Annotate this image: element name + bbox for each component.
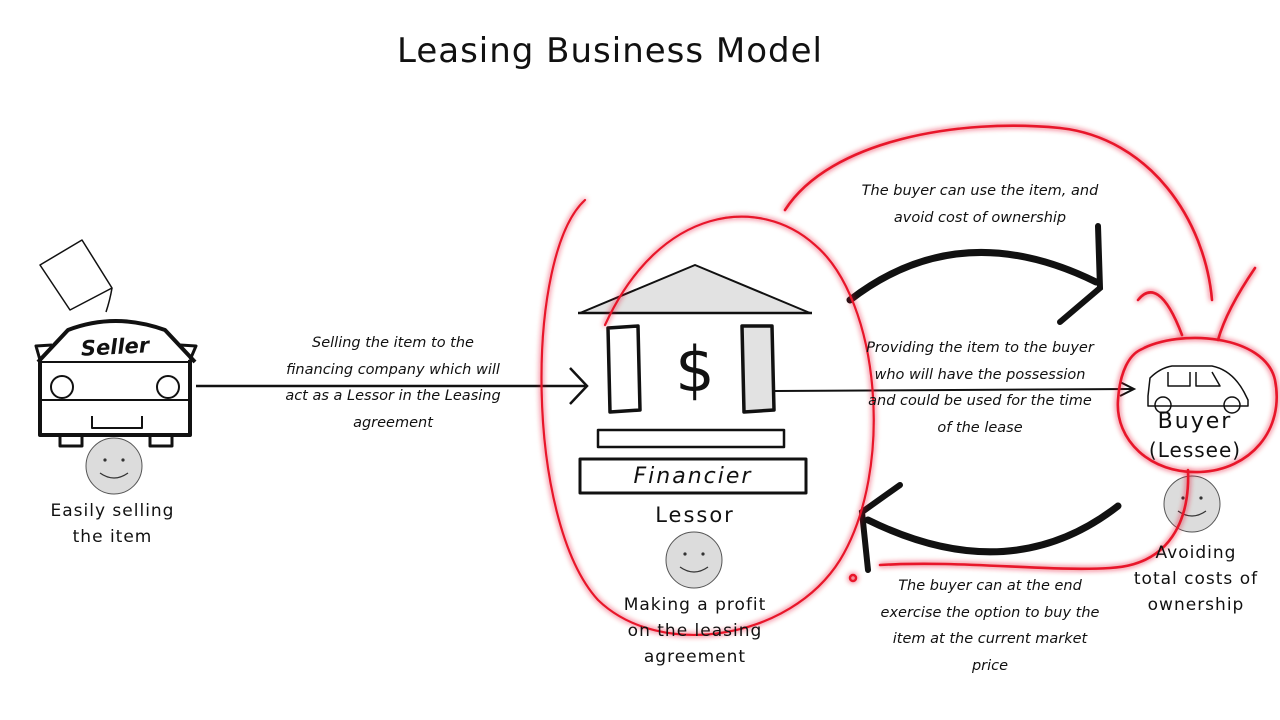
seller-benefit: Easily selling the item xyxy=(30,498,195,550)
highlight-dot xyxy=(848,573,858,583)
bottom-arrow-caption: The buyer can at the end exercise the op… xyxy=(855,573,1125,679)
bank-building-icon xyxy=(578,264,812,495)
seller-benefit-line: Easily selling xyxy=(50,501,175,521)
top-highlight-loop xyxy=(783,124,1214,302)
financier-sign: Financier xyxy=(633,464,753,489)
caption-line: item at the current market xyxy=(892,631,1088,647)
buyer-highlight-circle xyxy=(1116,336,1278,474)
financier-benefit-line: Making a profit xyxy=(623,595,767,615)
buyer-benefit: Avoiding total costs of ownership xyxy=(1118,540,1274,618)
seller-to-financier-caption: Selling the item to the financing compan… xyxy=(248,330,538,436)
caption-line: act as a Lessor in the Leasing xyxy=(285,388,501,404)
middle-arrow-caption: Providing the item to the buyer who will… xyxy=(845,335,1115,441)
caption-line: Providing the item to the buyer xyxy=(866,340,1094,356)
seller-to-financier-arrow xyxy=(196,367,589,405)
dollar-sign: $ xyxy=(675,333,715,406)
financier-role: Lessor xyxy=(655,503,735,527)
buyer-car-icon xyxy=(1147,365,1249,414)
caption-line: agreement xyxy=(353,414,433,431)
diagram-title: Leasing Business Model xyxy=(396,31,823,71)
financier-benefit: Making a profit on the leasing agreement xyxy=(595,592,795,670)
financier-to-buyer-arrow xyxy=(774,381,1137,397)
financier-benefit-line: agreement xyxy=(643,647,747,667)
buyer-label: Buyer xyxy=(1157,409,1233,434)
caption-line: exercise the option to buy the xyxy=(880,604,1100,621)
caption-line: who will have the possession xyxy=(874,366,1086,383)
bottom-curved-arrow xyxy=(858,482,1122,573)
caption-line: The buyer can use the item, and xyxy=(861,183,1099,199)
seller-smiley-icon xyxy=(85,437,143,495)
caption-line: price xyxy=(971,657,1009,674)
bottom-highlight-curve xyxy=(878,468,1190,571)
buyer-sublabel: (Lessee) xyxy=(1148,438,1242,462)
caption-line: and could be used for the time xyxy=(868,393,1092,409)
buyer-smiley-icon xyxy=(1163,475,1221,533)
highlight-annotations xyxy=(540,124,1278,636)
buyer-benefit-line: ownership xyxy=(1147,595,1245,615)
top-arrow-caption: The buyer can use the item, and avoid co… xyxy=(845,178,1115,231)
buyer-highlight-antennas xyxy=(1136,266,1257,342)
financier-smiley-icon xyxy=(665,531,723,589)
financier-benefit-line: on the leasing xyxy=(627,621,763,641)
caption-line: of the lease xyxy=(937,419,1023,436)
financier-highlight-ellipse xyxy=(540,198,875,636)
top-curved-arrow xyxy=(846,223,1104,325)
seller-benefit-line: the item xyxy=(72,527,153,547)
caption-line: Selling the item to the xyxy=(312,335,474,351)
caption-line: The buyer can at the end xyxy=(898,578,1082,594)
buyer-benefit-line: total costs of xyxy=(1133,569,1259,589)
caption-line: avoid cost of ownership xyxy=(893,209,1067,226)
seller-car-icon xyxy=(34,239,198,448)
buyer-benefit-line: Avoiding xyxy=(1155,543,1237,563)
caption-line: financing company which will xyxy=(286,361,500,378)
